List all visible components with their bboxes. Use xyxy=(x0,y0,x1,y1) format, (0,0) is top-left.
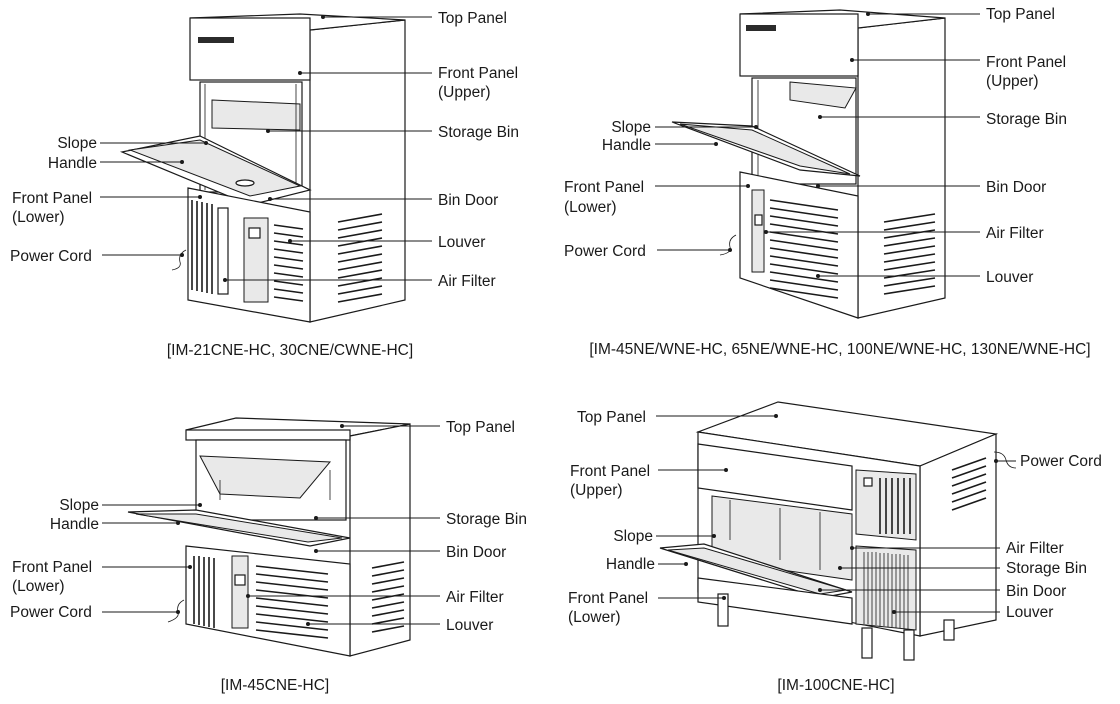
label-power-cord: Power Cord xyxy=(10,604,92,621)
label-air-filter: Air Filter xyxy=(986,225,1044,242)
label-front-panel-upper: Front Panel xyxy=(438,65,518,82)
label-storage-bin: Storage Bin xyxy=(438,124,519,141)
label-bin-door: Bin Door xyxy=(438,192,498,209)
diagram-im-21cne: Top Panel Front Panel (Upper) Storage Bi… xyxy=(10,10,519,359)
side-vent xyxy=(371,561,405,633)
louver-grille-left xyxy=(193,556,215,628)
label-front-panel-upper: Front Panel xyxy=(570,463,650,480)
caption-im-45ne: [IM-45NE/WNE-HC, 65NE/WNE-HC, 100NE/WNE-… xyxy=(589,341,1090,358)
louver-grille-right xyxy=(273,224,304,302)
caption-im-45cne: [IM-45CNE-HC] xyxy=(221,677,330,694)
label-air-filter: Air Filter xyxy=(1006,540,1064,557)
label-bin-door: Bin Door xyxy=(1006,583,1066,600)
label-front-panel-upper-suffix: (Upper) xyxy=(986,73,1039,90)
label-slope: Slope xyxy=(611,119,651,136)
caption-im-100cne: [IM-100CNE-HC] xyxy=(777,677,894,694)
side-vent xyxy=(337,213,383,303)
label-power-cord: Power Cord xyxy=(10,248,92,265)
label-louver: Louver xyxy=(986,269,1033,286)
machine-illustration-im-45ne xyxy=(671,9,946,319)
machine-illustration-im-100cne xyxy=(659,401,1017,661)
label-front-panel-lower: Front Panel xyxy=(564,179,644,196)
label-louver: Louver xyxy=(438,234,485,251)
label-air-filter: Air Filter xyxy=(446,589,504,606)
label-storage-bin: Storage Bin xyxy=(986,111,1067,128)
label-front-panel-upper-suffix: (Upper) xyxy=(570,482,623,499)
upper-right-grille xyxy=(879,478,911,534)
label-slope: Slope xyxy=(57,135,97,152)
label-handle: Handle xyxy=(50,516,99,533)
machine-illustration-im-21cne xyxy=(119,13,406,323)
label-air-filter: Air Filter xyxy=(438,273,496,290)
label-power-cord: Power Cord xyxy=(1020,453,1102,470)
label-front-panel-lower-suffix: (Lower) xyxy=(568,609,621,626)
machine-illustration-im-45cne xyxy=(127,417,411,657)
label-front-panel-lower: Front Panel xyxy=(12,190,92,207)
label-front-panel-lower: Front Panel xyxy=(568,590,648,607)
label-handle: Handle xyxy=(606,556,655,573)
label-bin-door: Bin Door xyxy=(446,544,506,561)
louver-grille-left xyxy=(191,200,213,294)
label-storage-bin: Storage Bin xyxy=(1006,560,1087,577)
louver-grille xyxy=(769,199,839,299)
label-top-panel: Top Panel xyxy=(577,409,646,426)
label-handle: Handle xyxy=(602,137,651,154)
label-top-panel: Top Panel xyxy=(446,419,515,436)
label-front-panel-upper: Front Panel xyxy=(986,54,1066,71)
label-bin-door: Bin Door xyxy=(986,179,1046,196)
diagram-im-45ne: Top Panel Front Panel (Upper) Slope Stor… xyxy=(564,6,1091,358)
label-front-panel-lower-suffix: (Lower) xyxy=(12,209,65,226)
label-front-panel-lower: Front Panel xyxy=(12,559,92,576)
diagram-im-100cne: Top Panel Power Cord Front Panel (Upper)… xyxy=(568,401,1102,694)
label-storage-bin: Storage Bin xyxy=(446,511,527,528)
louver-grille-right xyxy=(255,565,329,639)
label-louver: Louver xyxy=(446,617,493,634)
caption-im-21cne: [IM-21CNE-HC, 30CNE/CWNE-HC] xyxy=(167,342,413,359)
side-vent xyxy=(951,457,987,511)
label-louver: Louver xyxy=(1006,604,1053,621)
label-front-panel-lower-suffix: (Lower) xyxy=(564,199,617,216)
label-front-panel-lower-suffix: (Lower) xyxy=(12,578,65,595)
side-vent xyxy=(883,213,936,295)
label-front-panel-upper-suffix: (Upper) xyxy=(438,84,491,101)
diagram-im-45cne: Top Panel Slope Handle Storage Bin Bin D… xyxy=(10,417,527,694)
label-handle: Handle xyxy=(48,155,97,172)
label-top-panel: Top Panel xyxy=(986,6,1055,23)
label-slope: Slope xyxy=(59,497,99,514)
label-slope: Slope xyxy=(613,528,653,545)
label-power-cord: Power Cord xyxy=(564,243,646,260)
label-top-panel: Top Panel xyxy=(438,10,507,27)
